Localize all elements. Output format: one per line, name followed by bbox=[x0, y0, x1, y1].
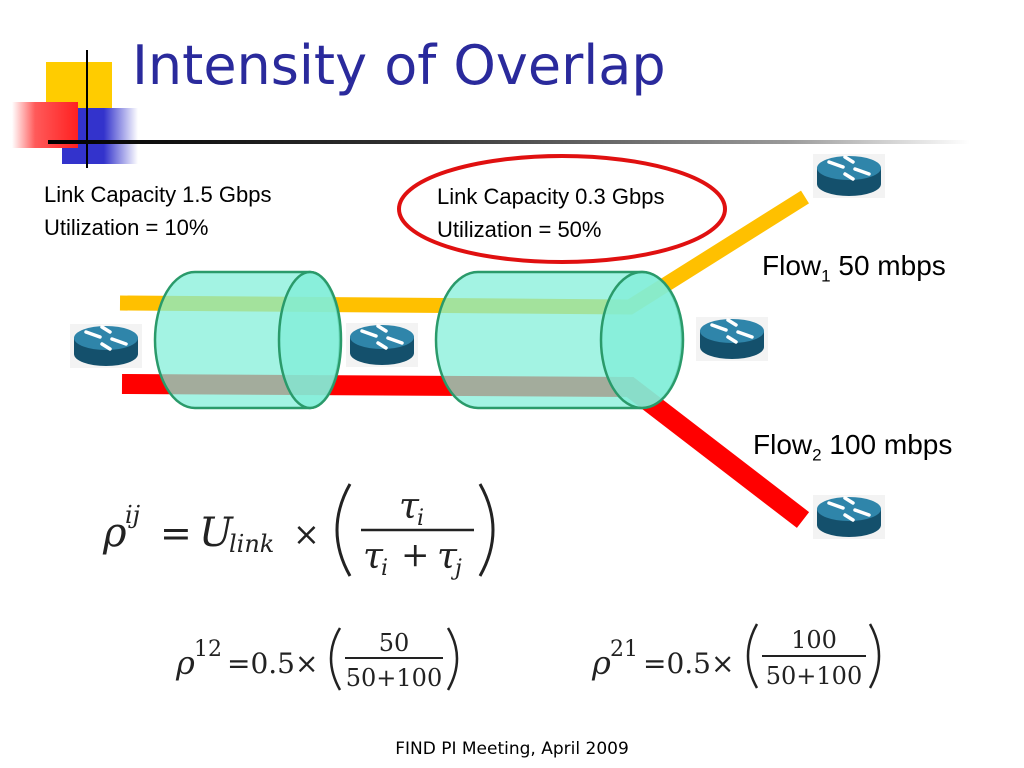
rho12-left-paren bbox=[329, 627, 342, 691]
formula-denominator-1-subscript: i bbox=[381, 556, 388, 581]
rho21-superscript: 21 bbox=[610, 637, 638, 662]
link2-tube bbox=[434, 270, 685, 410]
router-icon bbox=[68, 322, 144, 370]
formula-denominator-1: τ bbox=[363, 536, 384, 577]
rho21-denominator: 50+100 bbox=[766, 662, 862, 690]
formula-rho12: ρ 12 =0.5× 50 50+100 bbox=[175, 627, 459, 692]
rho12-denominator: 50+100 bbox=[346, 664, 442, 692]
link2-utilization: Utilization = 50% bbox=[437, 217, 602, 242]
decor-vertical-line bbox=[86, 50, 88, 168]
formula-general: ρ ij = U link × τ i τ i + τ j bbox=[102, 483, 495, 581]
flow2-name: Flow bbox=[753, 429, 813, 460]
formula-denominator-2: τ bbox=[437, 536, 458, 577]
router-icon bbox=[811, 152, 887, 200]
link2-capacity: Link Capacity 0.3 Gbps bbox=[437, 184, 665, 209]
flow1-label: Flow1 50 mbps bbox=[762, 250, 946, 287]
link1-tube bbox=[153, 270, 343, 410]
slide-footer: FIND PI Meeting, April 2009 bbox=[395, 739, 629, 759]
highlight-ellipse bbox=[397, 154, 727, 264]
formula-u: U bbox=[199, 510, 234, 556]
formula-subscript: link bbox=[229, 530, 274, 558]
router-icon bbox=[811, 493, 887, 541]
formula-times: × bbox=[293, 515, 320, 553]
flow2-rate: 100 mbps bbox=[829, 429, 953, 460]
formula-rho: ρ bbox=[102, 510, 127, 556]
rho12-right-paren bbox=[446, 627, 459, 691]
rho21-coefficient: =0.5× bbox=[643, 647, 734, 680]
formula-numerator: τ bbox=[399, 486, 420, 527]
rho12-coefficient: =0.5× bbox=[227, 647, 318, 680]
formula-rho21: ρ 21 =0.5× 100 50+100 bbox=[591, 623, 881, 690]
formula-numerator-subscript: i bbox=[417, 506, 424, 531]
formula-right-paren bbox=[478, 483, 495, 577]
formula-plus: + bbox=[401, 535, 430, 575]
flow1-rate: 50 mbps bbox=[838, 250, 946, 281]
rho21-numerator: 100 bbox=[791, 626, 837, 654]
title-underline bbox=[48, 140, 970, 144]
rho12-superscript: 12 bbox=[194, 637, 222, 662]
router-icon bbox=[344, 321, 420, 369]
link1-utilization: Utilization = 10% bbox=[44, 215, 209, 240]
rho12-rho: ρ bbox=[175, 644, 195, 682]
link2-label: Link Capacity 0.3 Gbps Utilization = 50% bbox=[437, 180, 664, 246]
formula-equals: = bbox=[160, 511, 192, 555]
formula-left-paren bbox=[335, 483, 352, 577]
rho21-rho: ρ bbox=[591, 644, 611, 682]
flow1-name: Flow bbox=[762, 250, 822, 281]
flow1-index: 1 bbox=[821, 266, 831, 286]
link1-capacity: Link Capacity 1.5 Gbps bbox=[44, 182, 272, 207]
flow2-label: Flow2 100 mbps bbox=[753, 429, 952, 466]
slide-title: Intensity of Overlap bbox=[132, 34, 666, 97]
link1-label: Link Capacity 1.5 Gbps Utilization = 10% bbox=[44, 178, 271, 244]
rho21-right-paren bbox=[868, 623, 881, 689]
formula-superscript: ij bbox=[125, 501, 141, 529]
flow2-index: 2 bbox=[812, 445, 822, 465]
rho21-left-paren bbox=[746, 623, 759, 689]
rho12-numerator: 50 bbox=[379, 629, 410, 657]
router-icon bbox=[694, 315, 770, 363]
